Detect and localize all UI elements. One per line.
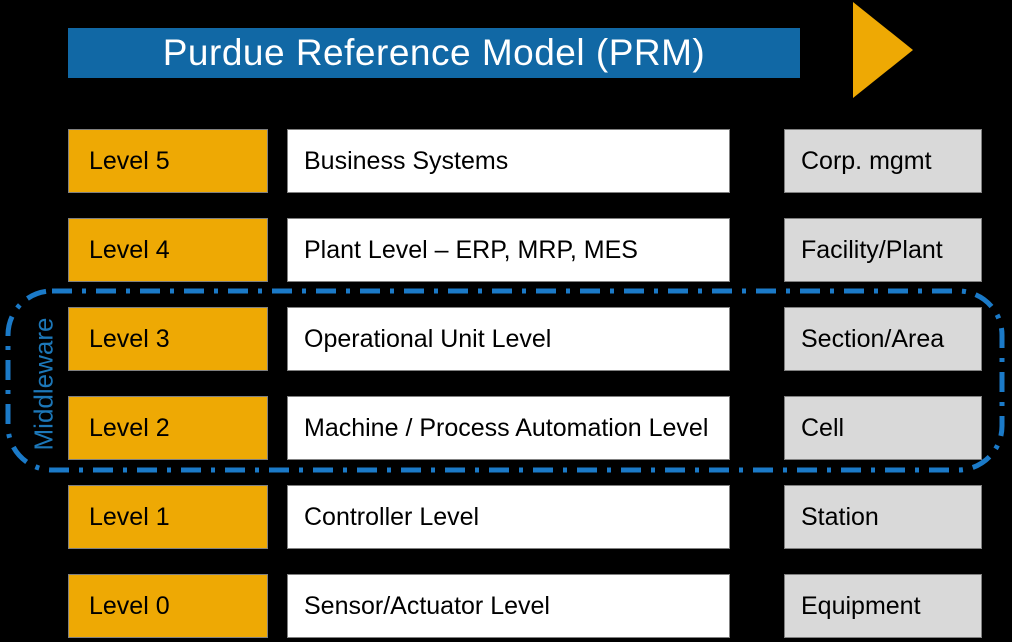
description-label: Machine / Process Automation Level bbox=[304, 413, 709, 442]
description-label: Controller Level bbox=[304, 502, 480, 531]
level-box-5: Level 5 bbox=[68, 129, 268, 193]
description-box-1: Controller Level bbox=[287, 485, 730, 549]
scope-box-5: Corp. mgmt bbox=[784, 129, 982, 193]
level-box-3: Level 3 bbox=[68, 307, 268, 371]
description-label: Business Systems bbox=[304, 146, 509, 175]
level-label: Level 2 bbox=[89, 413, 170, 442]
scope-box-0: Equipment bbox=[784, 574, 982, 638]
scope-label: Corp. mgmt bbox=[801, 146, 932, 175]
title-bar: Purdue Reference Model (PRM) bbox=[68, 28, 800, 78]
level-label: Level 3 bbox=[89, 324, 170, 353]
description-box-4: Plant Level – ERP, MRP, MES bbox=[287, 218, 730, 282]
description-label: Sensor/Actuator Level bbox=[304, 591, 550, 620]
level-label: Level 4 bbox=[89, 235, 170, 264]
scope-label: Equipment bbox=[801, 591, 921, 620]
level-label: Level 0 bbox=[89, 591, 170, 620]
scope-label: Cell bbox=[801, 413, 845, 442]
description-box-2: Machine / Process Automation Level bbox=[287, 396, 730, 460]
page-title: Purdue Reference Model (PRM) bbox=[162, 32, 706, 73]
description-label: Operational Unit Level bbox=[304, 324, 552, 353]
level-label: Level 1 bbox=[89, 502, 170, 531]
scope-label: Facility/Plant bbox=[801, 235, 943, 264]
scope-box-3: Section/Area bbox=[784, 307, 982, 371]
level-box-1: Level 1 bbox=[68, 485, 268, 549]
scope-box-2: Cell bbox=[784, 396, 982, 460]
level-label: Level 5 bbox=[89, 146, 170, 175]
scope-label: Station bbox=[801, 502, 879, 531]
arrow-right-icon bbox=[853, 2, 913, 98]
description-label: Plant Level – ERP, MRP, MES bbox=[304, 235, 638, 264]
scope-box-4: Facility/Plant bbox=[784, 218, 982, 282]
description-box-3: Operational Unit Level bbox=[287, 307, 730, 371]
level-box-2: Level 2 bbox=[68, 396, 268, 460]
scope-label: Section/Area bbox=[801, 324, 945, 353]
level-box-0: Level 0 bbox=[68, 574, 268, 638]
middleware-label: Middleware bbox=[28, 317, 59, 451]
description-box-5: Business Systems bbox=[287, 129, 730, 193]
level-box-4: Level 4 bbox=[68, 218, 268, 282]
description-box-0: Sensor/Actuator Level bbox=[287, 574, 730, 638]
scope-box-1: Station bbox=[784, 485, 982, 549]
